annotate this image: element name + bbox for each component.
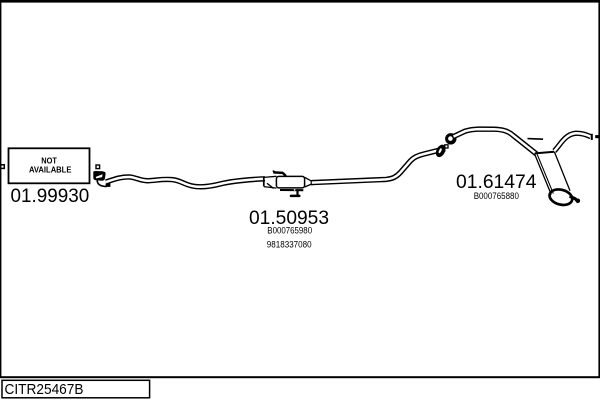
svg-text:9818337080: 9818337080 bbox=[267, 239, 312, 249]
svg-text:AVAILABLE: AVAILABLE bbox=[29, 166, 71, 175]
svg-text:NOT: NOT bbox=[41, 156, 57, 165]
svg-text:01.50953: 01.50953 bbox=[249, 207, 329, 229]
svg-text:01.61474: 01.61474 bbox=[456, 171, 537, 193]
svg-text:01.99930: 01.99930 bbox=[11, 185, 90, 207]
svg-text:CITR25467B: CITR25467B bbox=[5, 381, 84, 398]
svg-text:B000765980: B000765980 bbox=[267, 226, 312, 236]
svg-text:B000765880: B000765880 bbox=[474, 191, 519, 201]
